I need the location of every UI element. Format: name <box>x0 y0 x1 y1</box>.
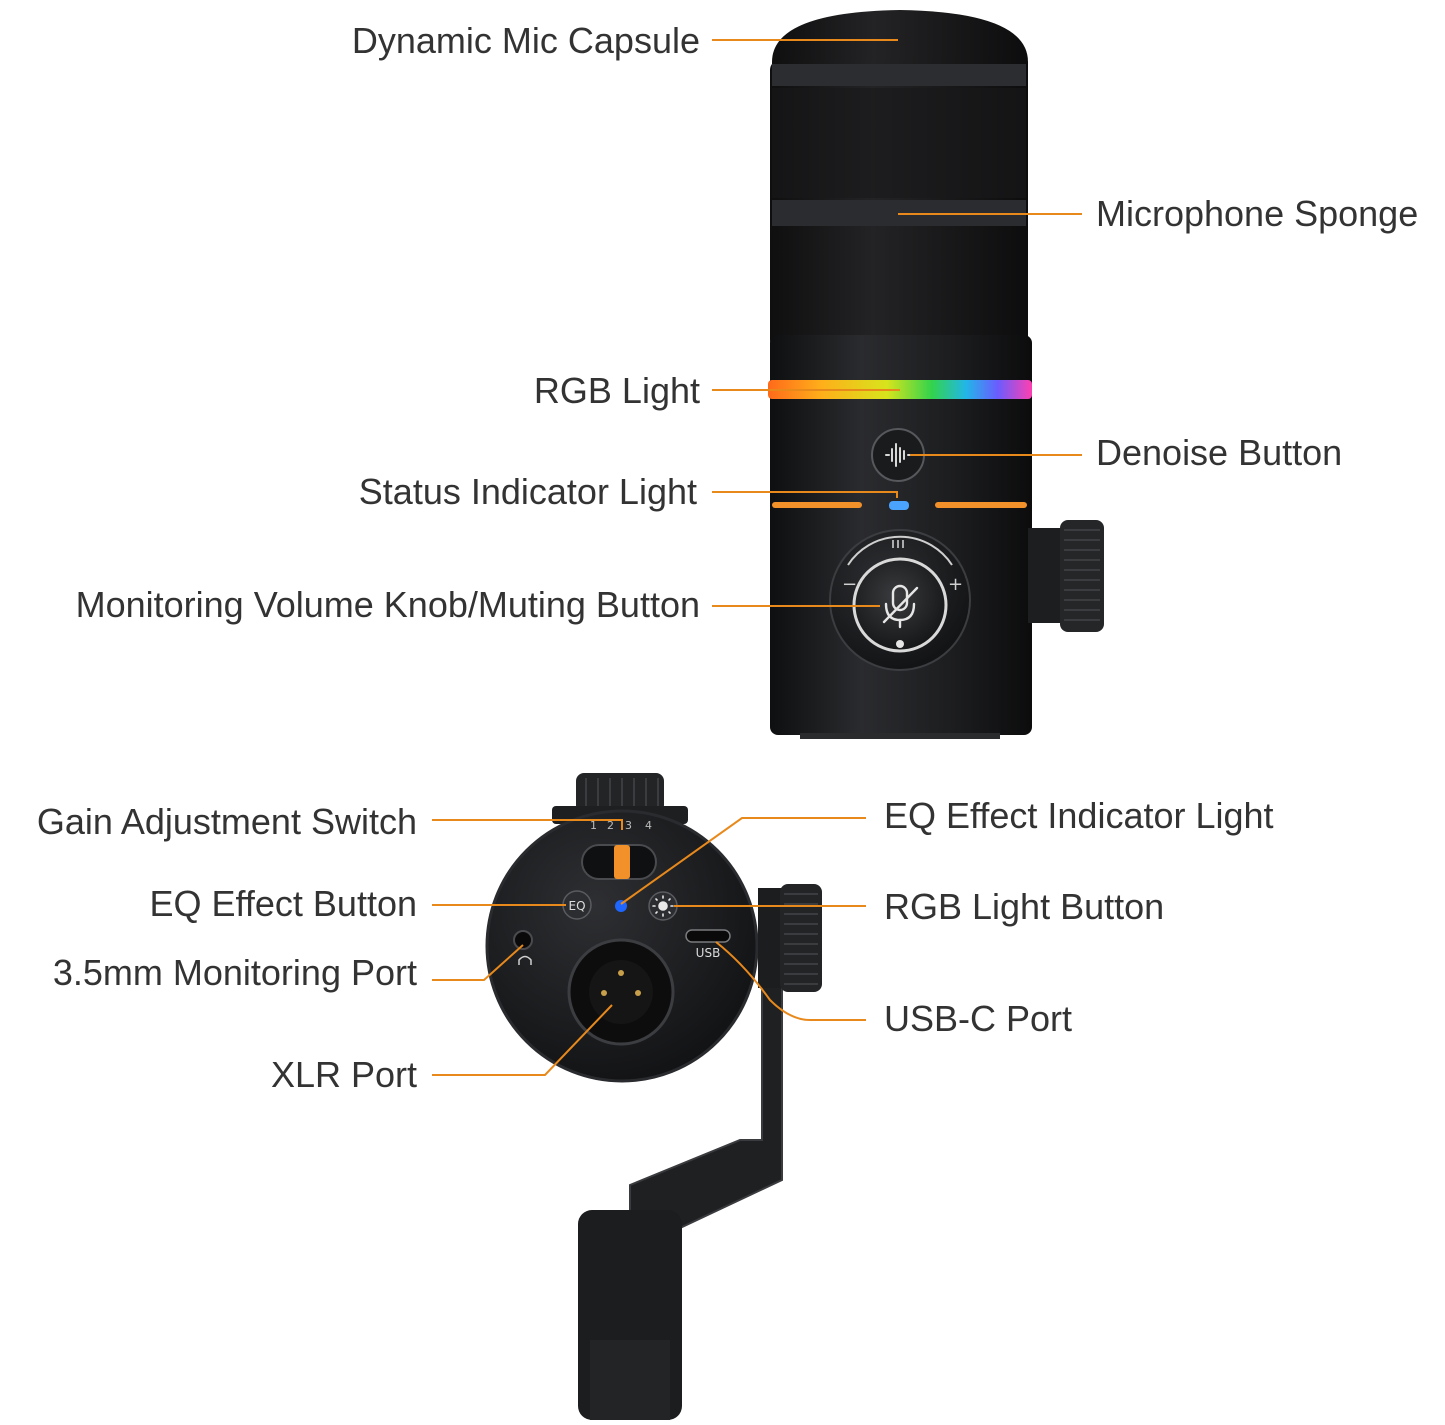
headphone-icon <box>518 955 532 965</box>
label-capsule: Dynamic Mic Capsule <box>351 20 700 61</box>
capsule-cap <box>772 10 1028 70</box>
label-eq-indicator: EQ Effect Indicator Light <box>884 795 1274 836</box>
leader-eq-indicator <box>620 817 866 905</box>
usb-c-port <box>685 929 731 943</box>
leader-usb <box>715 941 866 1021</box>
waveform-icon <box>885 443 912 467</box>
side-knob-bottom <box>780 884 822 992</box>
label-usb-c: USB-C Port <box>884 998 1073 1039</box>
vol-plus: + <box>948 574 963 595</box>
label-monitor-knob: Monitoring Volume Knob/Muting Button <box>75 584 700 625</box>
leader-status <box>712 491 898 498</box>
label-eq-button: EQ Effect Button <box>149 883 418 924</box>
status-indicator-light <box>889 501 909 510</box>
vol-minus: − <box>842 574 857 595</box>
gain-1: 1 <box>590 819 597 832</box>
mic-mute-icon <box>882 584 919 629</box>
monitoring-port <box>513 930 533 950</box>
label-status: Status Indicator Light <box>358 471 697 512</box>
label-denoise: Denoise Button <box>1096 432 1343 473</box>
leader-xlr <box>432 1004 613 1076</box>
label-microphone-sponge: Microphone Sponge <box>1096 193 1419 234</box>
gain-2: 2 <box>607 819 614 832</box>
label-rgb-light: RGB Light <box>533 370 700 411</box>
label-gain-switch: Gain Adjustment Switch <box>36 801 417 842</box>
sun-icon <box>652 895 674 917</box>
gain-4: 4 <box>645 819 652 832</box>
leader-lines <box>432 39 1082 1076</box>
label-rgb-button: RGB Light Button <box>884 886 1165 927</box>
leader-monitor-port <box>432 944 524 981</box>
side-knob <box>1028 528 1066 623</box>
usb-text: USB <box>696 946 721 960</box>
leader-gain <box>432 819 623 830</box>
label-xlr: XLR Port <box>270 1054 417 1095</box>
gain-switch-slider <box>614 845 630 879</box>
label-monitor-port: 3.5mm Monitoring Port <box>52 952 417 993</box>
gain-3: 3 <box>625 819 632 832</box>
eq-key-text: EQ <box>568 899 585 913</box>
